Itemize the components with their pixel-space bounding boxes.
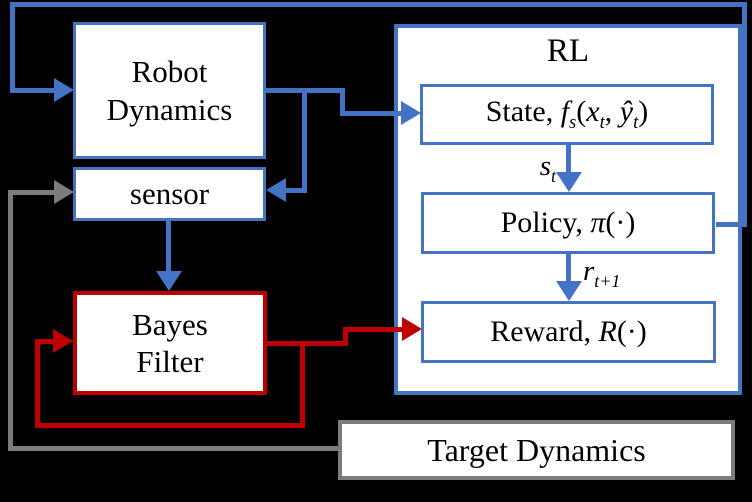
policy-to-reward-line	[566, 252, 571, 284]
robot-to-sensor-horizontal-line	[284, 188, 307, 193]
arrowhead-into-bayes-left-icon	[53, 329, 73, 353]
loop-left-vertical-line	[10, 2, 15, 93]
reward-box: Reward, R(·)	[421, 301, 716, 363]
arrowhead-into-reward-left-icon	[402, 317, 422, 341]
bayes-loop-down-line	[300, 344, 305, 428]
bayes-to-reward-step-line	[343, 327, 348, 346]
sensor-box: sensor	[73, 167, 266, 221]
robot-to-sensor-vertical-line	[302, 88, 307, 193]
arrowhead-into-reward-top-icon	[556, 281, 582, 301]
bayes-to-reward-horizontal-line	[343, 327, 402, 332]
target-into-sensor-line	[8, 190, 56, 195]
arrowhead-into-robot-icon	[54, 78, 74, 102]
arrowhead-into-state-icon	[401, 101, 421, 125]
bayes-loop-up-line	[35, 339, 40, 428]
state-to-policy-line	[566, 142, 571, 176]
state-box: State, fs(xt, ŷt)	[420, 84, 714, 145]
loop-into-robot-line	[10, 88, 56, 93]
arrowhead-into-sensor-right-icon	[266, 178, 286, 202]
reward-label: Reward, R(·)	[490, 315, 647, 348]
policy-box: Policy, π(·)	[421, 192, 715, 254]
target-dynamics-label: Target Dynamics	[427, 431, 646, 468]
bayes-loop-bottom-line	[35, 423, 305, 428]
state-label: State, fs(xt, ŷt)	[485, 95, 649, 134]
target-bottom-line	[8, 446, 340, 451]
arrowhead-into-policy-icon	[556, 172, 582, 192]
policy-label: Policy, π(·)	[500, 206, 636, 239]
sensor-label: sensor	[129, 176, 210, 212]
bayes-loop-into-bayes-line	[35, 339, 56, 344]
robot-to-state-horizontal-line	[340, 111, 402, 116]
loop-right-vertical-line	[742, 2, 747, 227]
loop-top-line	[10, 2, 747, 7]
sensor-to-bayes-line	[166, 218, 171, 274]
reward-signal-label: rt+1	[583, 255, 621, 291]
policy-to-loop-line	[716, 222, 747, 227]
robot-to-state-vertical-line	[340, 88, 345, 114]
target-dynamics-box: Target Dynamics	[338, 420, 735, 480]
target-left-vertical-line	[8, 190, 13, 451]
bayes-exit-line	[262, 341, 348, 346]
arrowhead-into-sensor-left-icon	[54, 180, 74, 204]
arrowhead-into-bayes-top-icon	[156, 271, 182, 291]
rl-title: RL	[546, 33, 590, 69]
state-output-label: st	[539, 150, 556, 186]
